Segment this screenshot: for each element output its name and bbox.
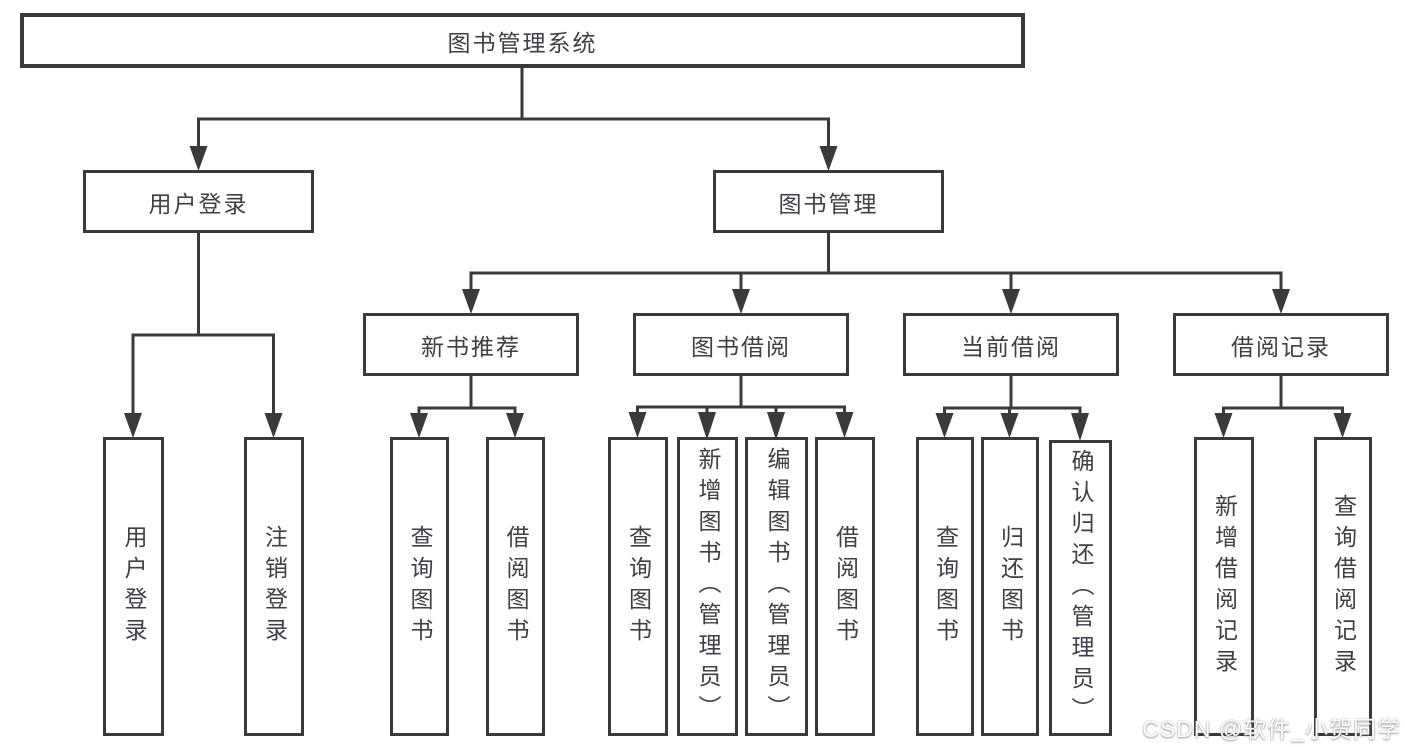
node-new-book-recommend: 新书推荐 [363,313,579,376]
node-leaf-return-book: 归还图书 [981,437,1039,736]
node-book-management: 图书管理 [713,170,944,233]
node-leaf-query-borrow-record: 查询借阅记录 [1314,437,1372,736]
node-current-borrowing: 当前借阅 [903,313,1119,376]
node-leaf-borrow-books-1: 借阅图书 [486,437,545,736]
node-library-system: 图书管理系统 [20,13,1025,68]
node-leaf-borrow-books-2: 借阅图书 [815,437,875,736]
node-borrowing-records: 借阅记录 [1173,313,1389,376]
node-leaf-logout: 注销登录 [244,437,304,736]
node-book-borrowing: 图书借阅 [633,313,849,376]
node-leaf-query-books-2: 查询图书 [608,437,668,736]
node-leaf-add-borrow-record: 新增借阅记录 [1194,437,1254,736]
node-user-login: 用户登录 [83,170,314,233]
node-leaf-query-books-1: 查询图书 [390,437,449,736]
csdn-watermark: CSDN @软件_小贺同学 [1142,716,1401,742]
node-leaf-confirm-return-admin: 确认归还（管理员） [1049,440,1112,736]
node-leaf-query-books-3: 查询图书 [916,437,974,736]
node-leaf-user-login: 用户登录 [103,437,164,736]
node-leaf-edit-book-admin: 编辑图书（管理员） [745,437,808,736]
node-leaf-add-book-admin: 新增图书（管理员） [677,437,738,736]
